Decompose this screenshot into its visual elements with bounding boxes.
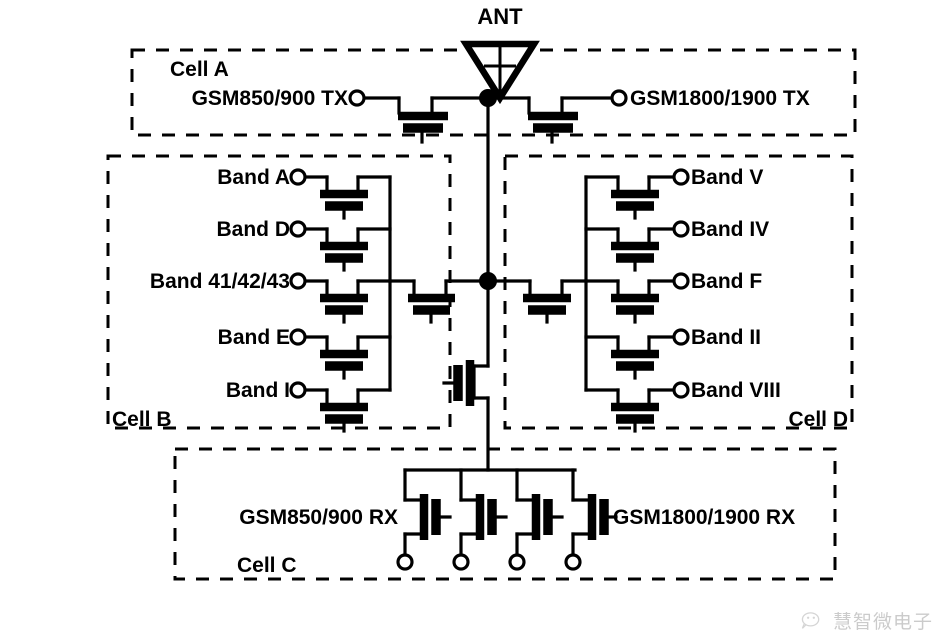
- label-gsm850-900-tx: GSM850/900 TX: [192, 87, 348, 110]
- cell-d-fet-band-ii: [584, 335, 676, 380]
- label-band-e: Band E: [218, 326, 290, 349]
- port-gsm850-900-tx[interactable]: [348, 89, 366, 107]
- cell-c-box: [173, 447, 837, 581]
- cell-d-box: [503, 154, 854, 430]
- port-band-viii[interactable]: [672, 381, 690, 399]
- label-band-d: Band D: [217, 218, 291, 241]
- label-band-ii: Band II: [691, 326, 761, 349]
- label-band-i: Band I: [226, 379, 290, 402]
- label-band-v: Band V: [691, 166, 763, 189]
- label-band-f: Band F: [691, 270, 762, 293]
- cell-b-fet-band-d: [303, 227, 392, 272]
- cell-a-shunt-fet-left: [361, 96, 490, 144]
- label-gsm850-900-rx: GSM850/900 RX: [239, 506, 398, 529]
- cell-b-box: [106, 154, 452, 430]
- port-band-a[interactable]: [289, 168, 307, 186]
- cell-b-fet-band-e: [303, 335, 392, 380]
- antenna-symbol: [460, 40, 540, 105]
- cell-a-shunt-fet-right: [486, 96, 615, 144]
- label-cell-b: Cell B: [112, 408, 172, 431]
- port-band-e[interactable]: [289, 328, 307, 346]
- port-band-41-42-43[interactable]: [289, 272, 307, 290]
- label-band-viii: Band VIII: [691, 379, 781, 402]
- port-gsm1800-1900-tx[interactable]: [610, 89, 628, 107]
- port-band-iv[interactable]: [672, 220, 690, 238]
- cell-d-input-shunt-fet: [486, 279, 588, 324]
- label-band-iv: Band IV: [691, 218, 769, 241]
- label-gsm1800-1900-tx: GSM1800/1900 TX: [630, 87, 810, 110]
- cell-b-fet-band-i: [303, 388, 392, 433]
- label-cell-c: Cell C: [237, 554, 297, 577]
- label-band-a: Band A: [217, 166, 290, 189]
- cell-d-fet-band-viii: [584, 388, 676, 433]
- label-band-41-42-43: Band 41/42/43: [150, 270, 290, 293]
- port-band-ii[interactable]: [672, 328, 690, 346]
- cell-c-fet-2: [452, 468, 508, 571]
- port-band-i[interactable]: [289, 381, 307, 399]
- cell-c-fet-3: [508, 468, 564, 571]
- label-gsm1800-1900-rx: GSM1800/1900 RX: [613, 506, 795, 529]
- center-series-fet: [442, 360, 490, 472]
- cell-b-fet-band-41-42-43: [303, 279, 392, 324]
- cell-b-output-shunt-fet: [388, 279, 490, 324]
- cell-c-fet-4: [564, 468, 618, 571]
- port-band-v[interactable]: [672, 168, 690, 186]
- port-band-d[interactable]: [289, 220, 307, 238]
- antenna-label: ANT: [477, 4, 523, 29]
- cell-d-fet-band-f: [584, 279, 676, 324]
- label-cell-d: Cell D: [788, 408, 848, 431]
- cell-c-fet-1: [396, 468, 452, 571]
- port-band-f[interactable]: [672, 272, 690, 290]
- cell-d-fet-band-iv: [584, 227, 676, 272]
- cell-b-fet-band-a: [303, 175, 392, 220]
- label-cell-a: Cell A: [170, 58, 229, 81]
- cell-d-fet-band-v: [584, 175, 676, 220]
